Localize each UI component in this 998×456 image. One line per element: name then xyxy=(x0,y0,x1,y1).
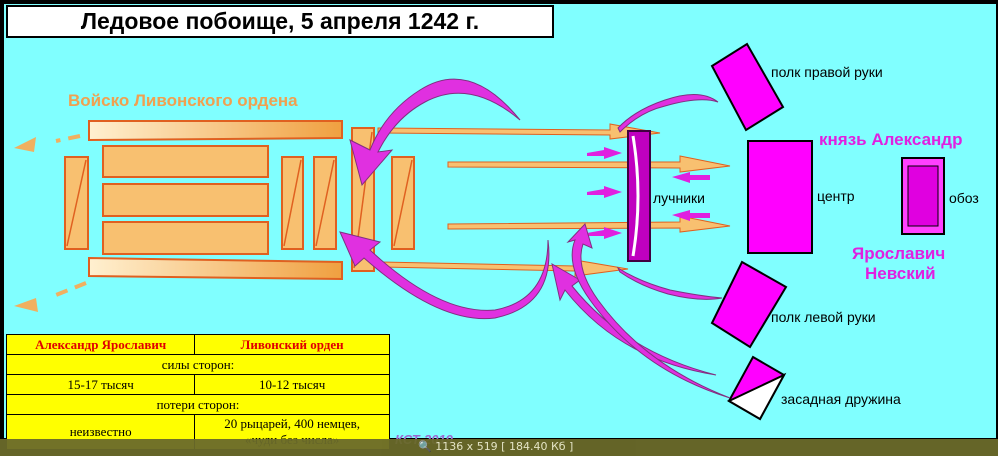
wedge-top-flank xyxy=(88,120,343,142)
center-regiment xyxy=(747,140,813,254)
wagons-label: обоз xyxy=(949,190,979,206)
archer-arrows xyxy=(587,147,710,239)
flank-arrows xyxy=(339,78,731,399)
wedge-bottom-flank xyxy=(88,256,343,281)
forces-header: силы сторон: xyxy=(6,354,390,375)
wedge-block-3 xyxy=(102,221,269,255)
livonian-army-label: Войско Ливонского ордена xyxy=(68,91,298,110)
wagons-inner xyxy=(907,165,939,227)
forces-a: 15-17 тысяч xyxy=(5,374,196,395)
table-row: потери сторон: xyxy=(6,394,390,415)
archers-line xyxy=(627,130,651,262)
retreat-arrows xyxy=(55,134,87,297)
side-b-header: Ливонский орден xyxy=(194,334,390,355)
side-a-header: Александр Ярославич xyxy=(5,334,196,355)
losses-header: потери сторон: xyxy=(6,394,390,415)
table-row: 15-17 тысяч 10-12 тысяч xyxy=(5,374,390,395)
right-regiment-label: полк правой руки xyxy=(771,64,883,80)
archers-label: лучники xyxy=(653,190,705,206)
page-title: Ледовое побоище, 5 апреля 1242 г. xyxy=(6,5,554,38)
forces-b: 10-12 тысяч xyxy=(194,374,390,395)
forces-table: Александр Ярославич Ливонский орден силы… xyxy=(5,334,390,450)
image-info-text: 🔍 1136 x 519 [ 184.40 Кб ] xyxy=(418,440,574,453)
losses-b-line1: 20 рыцарей, 400 немцев, xyxy=(224,416,361,431)
right-regiment xyxy=(710,42,785,132)
nevsky-label: Невский xyxy=(865,264,936,283)
left-regiment-label: полк левой руки xyxy=(771,309,876,325)
ambush-regiment-white xyxy=(726,372,787,421)
table-row: Александр Ярославич Ливонский орден xyxy=(5,334,390,355)
ambush-label: засадная дружина xyxy=(781,391,901,407)
prince-label: князь Александр xyxy=(819,130,963,149)
wedge-block-2 xyxy=(102,183,269,217)
retreat-arrowhead-bottom xyxy=(14,298,38,312)
wedge-block-1 xyxy=(102,145,269,178)
status-bar: 🔍 1136 x 519 [ 184.40 Кб ] xyxy=(0,439,998,456)
retreat-arrowhead-top xyxy=(14,137,36,152)
center-label: центр xyxy=(817,188,855,204)
left-regiment xyxy=(710,260,788,349)
table-row: силы сторон: xyxy=(6,354,390,375)
yaroslavich-label: Ярославич xyxy=(852,244,946,263)
